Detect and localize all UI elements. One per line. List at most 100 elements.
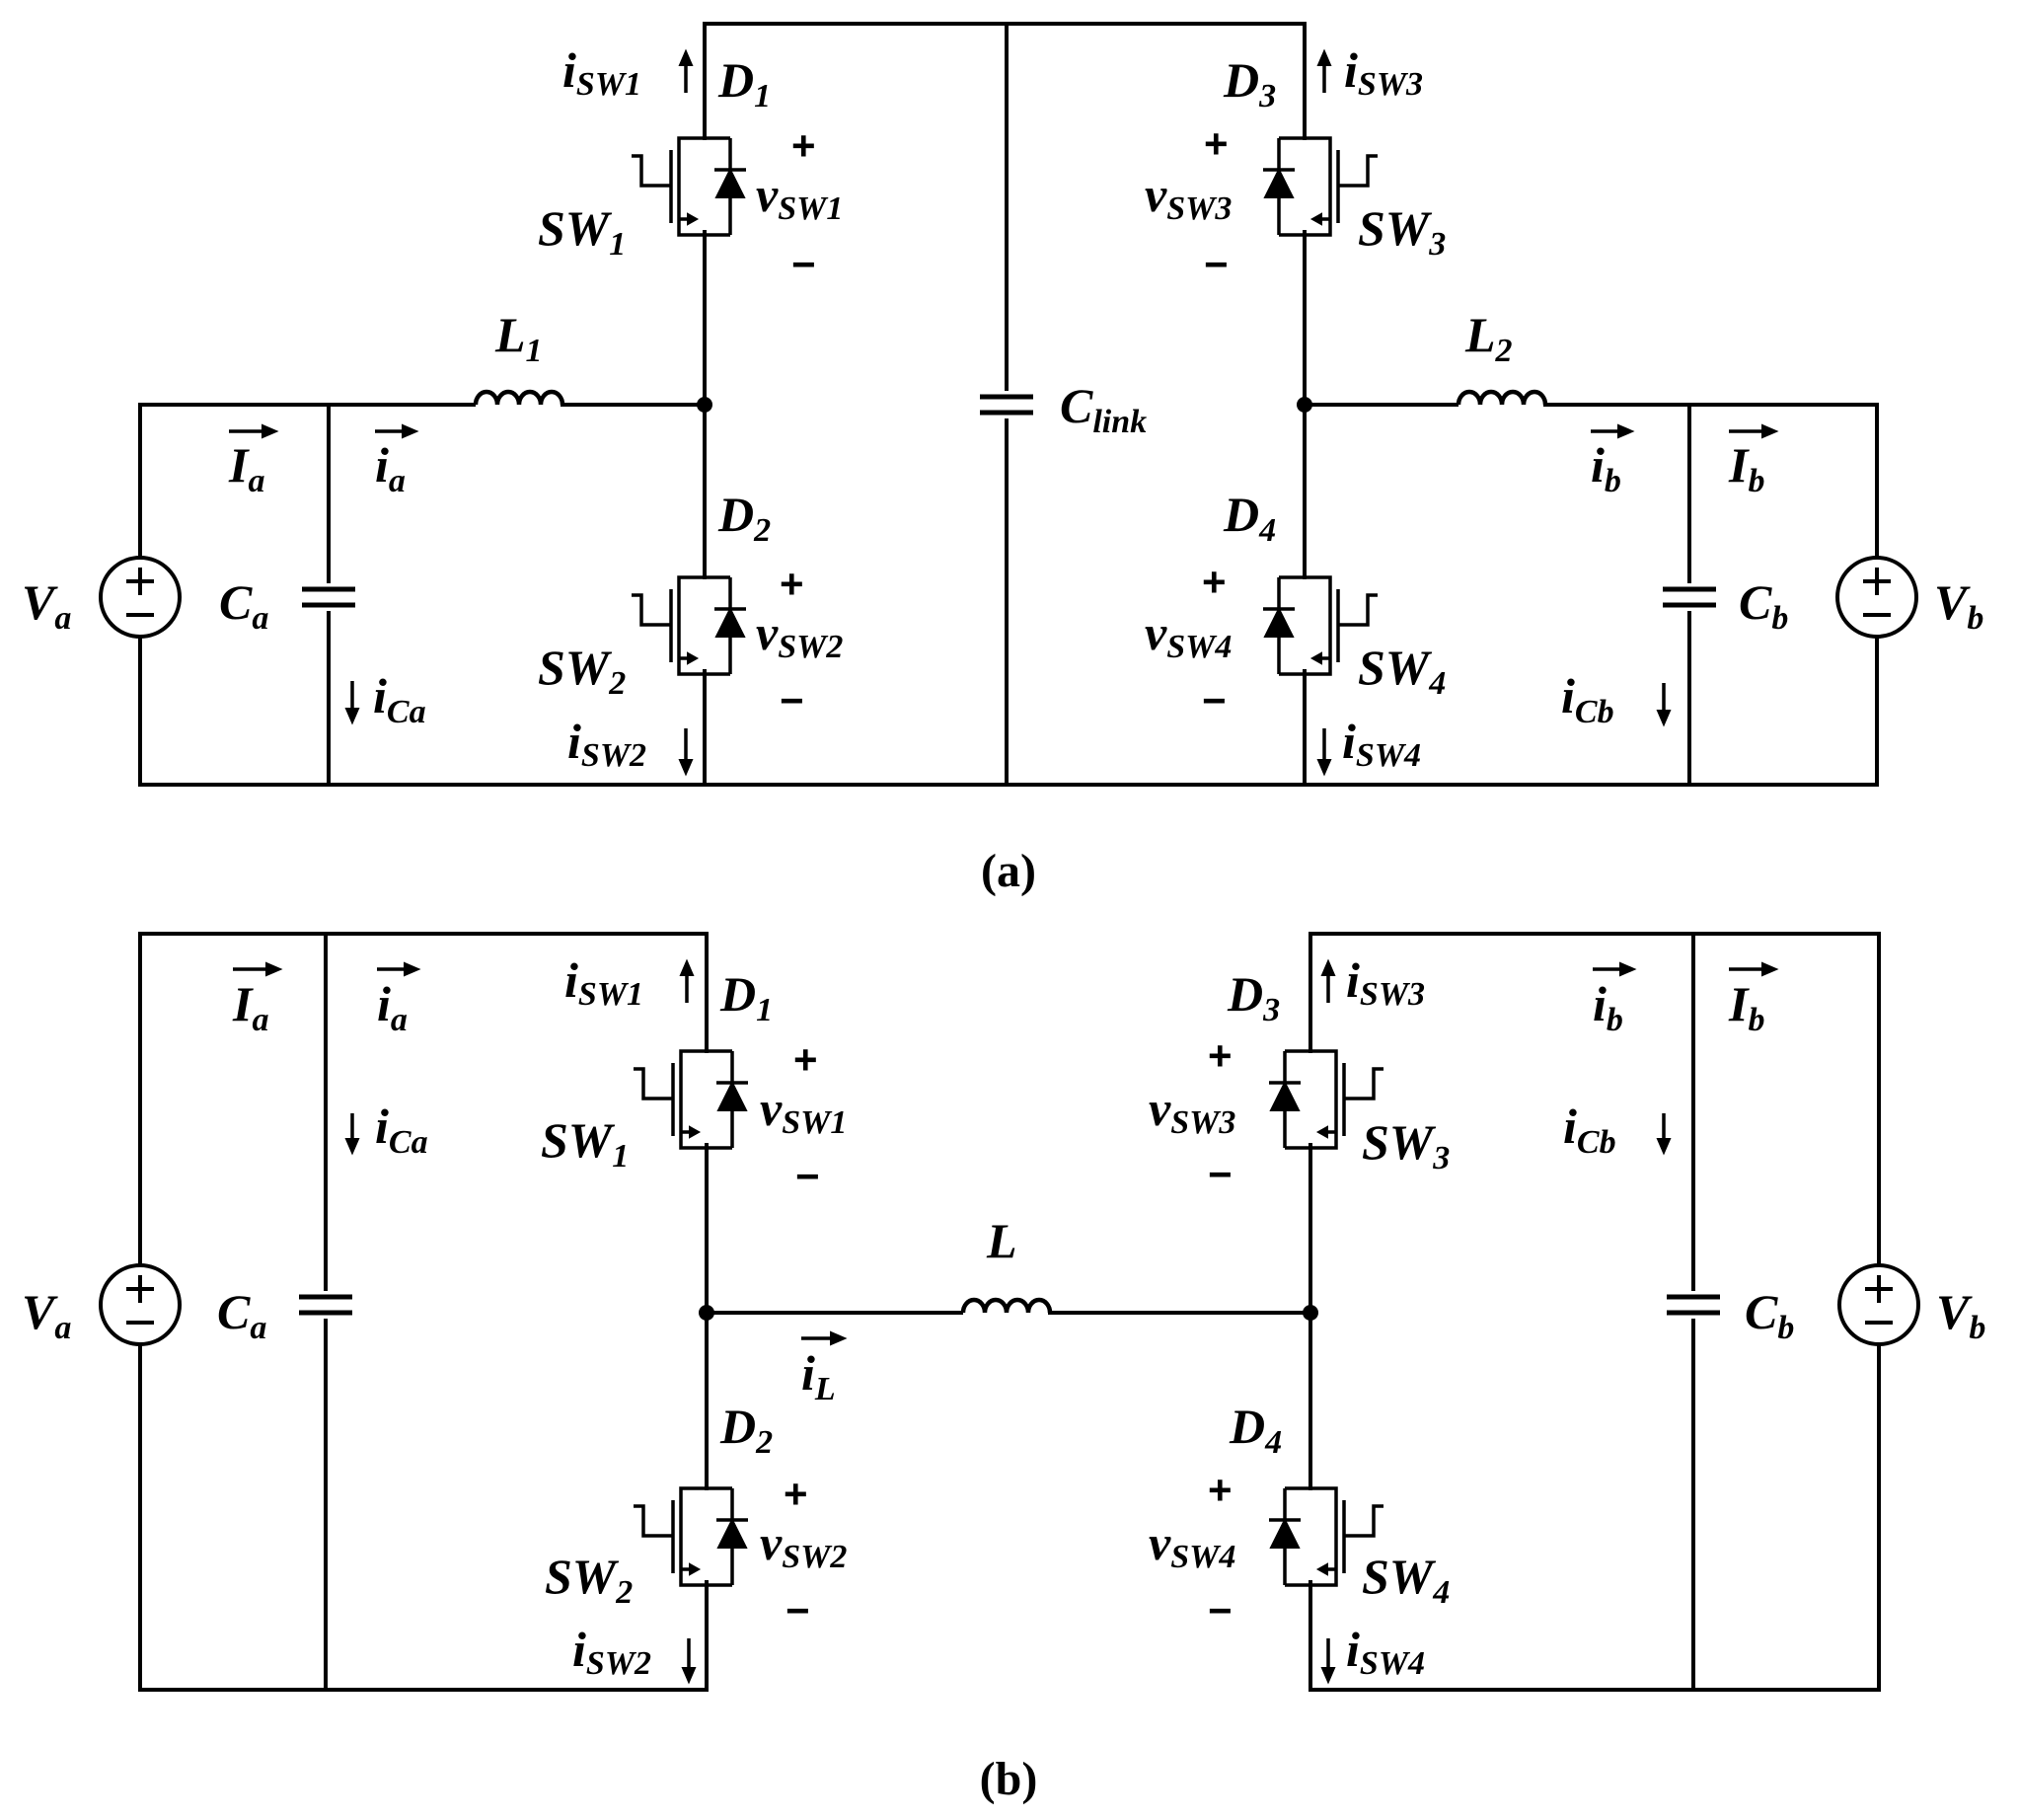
label-d2: D2 xyxy=(719,1399,773,1461)
capacitor-cb xyxy=(1662,583,1717,611)
minus-vsw2: − xyxy=(785,1587,810,1633)
label-ca: Ca xyxy=(217,1284,266,1346)
plus-vsw2: + xyxy=(780,561,804,607)
label-vsw3: vSW3 xyxy=(1149,1081,1235,1141)
label-cb: Cb xyxy=(1745,1284,1794,1346)
arrow-isw2 xyxy=(679,728,693,775)
label-isw4: iSW4 xyxy=(1346,1622,1425,1682)
vector-arrow-ia-small xyxy=(377,962,419,976)
label-current-iCb: iCb xyxy=(1563,1099,1616,1161)
plus-vsw3: + xyxy=(1208,1032,1233,1079)
label-d4: D4 xyxy=(1223,487,1276,549)
vector-arrow-ib-small xyxy=(1591,424,1633,438)
arrow-icb xyxy=(1657,1113,1671,1154)
capacitor-clink xyxy=(979,391,1034,418)
caption-b: (b) xyxy=(980,1753,1038,1805)
capacitor-ca xyxy=(301,583,356,611)
voltage-source-va xyxy=(99,556,182,639)
label-vb: Vb xyxy=(1936,1284,1985,1346)
label-current-Ia: Ia xyxy=(228,437,264,499)
label-clink: Clink xyxy=(1060,378,1147,440)
label-current-Ia: Ia xyxy=(232,976,268,1038)
label-vsw2: vSW2 xyxy=(760,1515,847,1575)
mosfet-sw2 xyxy=(632,575,732,676)
diode-d4 xyxy=(1263,606,1295,638)
arrow-isw3 xyxy=(1321,960,1335,1003)
diode-d3 xyxy=(1269,1080,1301,1111)
minus-vsw1: − xyxy=(795,1153,820,1199)
label-current-iCa: iCa xyxy=(375,1099,428,1161)
label-sw4: SW4 xyxy=(1362,1549,1450,1611)
vector-arrow-ia-small xyxy=(375,424,417,438)
panel-a: Va Vb Ca Cb Clink L1 L2 Ia ia ib Ib iCa … xyxy=(22,22,1983,897)
inductor-l xyxy=(963,1300,1050,1313)
wires-b xyxy=(138,932,1881,1692)
label-va: Va xyxy=(22,1284,71,1346)
label-d2: D2 xyxy=(717,487,771,549)
minus-vsw4: − xyxy=(1202,677,1227,723)
arrow-isw3 xyxy=(1317,50,1331,93)
diode-d1 xyxy=(716,1080,748,1111)
label-sw2: SW2 xyxy=(545,1549,633,1611)
voltage-source-va xyxy=(99,1263,182,1346)
label-vsw4: vSW4 xyxy=(1145,605,1232,665)
arrow-isw4 xyxy=(1321,1638,1335,1683)
mosfet-sw4 xyxy=(1283,1486,1383,1587)
voltage-source-vb xyxy=(1835,556,1918,639)
minus-vsw3: − xyxy=(1208,1151,1233,1197)
vector-arrow-ib-small xyxy=(1593,962,1635,976)
vector-arrow-ib-big xyxy=(1729,424,1777,438)
label-sw1: SW1 xyxy=(541,1112,629,1175)
junction-dot xyxy=(1297,397,1312,413)
diode-d3 xyxy=(1263,167,1295,198)
label-vsw2: vSW2 xyxy=(756,605,843,665)
vector-arrow-ia-big xyxy=(233,962,281,976)
panel-b: Va Vb Ca Cb L iL Ia ia ib Ib iCa iCb SW1… xyxy=(22,932,1985,1805)
minus-vsw3: − xyxy=(1204,241,1229,287)
vector-arrow-ib-big xyxy=(1729,962,1777,976)
label-isw1: iSW1 xyxy=(564,952,643,1013)
arrow-ica xyxy=(345,1113,359,1154)
label-isw4: iSW4 xyxy=(1342,714,1421,774)
minus-vsw2: − xyxy=(780,677,804,723)
label-isw1: iSW1 xyxy=(562,42,641,103)
diode-d2 xyxy=(716,1517,748,1549)
label-va: Va xyxy=(22,574,71,637)
label-sw1: SW1 xyxy=(538,200,626,263)
label-current-iCb: iCb xyxy=(1561,668,1614,730)
caption-a: (a) xyxy=(981,845,1036,897)
capacitor-cb xyxy=(1666,1291,1721,1319)
label-current-Ib: Ib xyxy=(1728,437,1764,499)
label-current-ib: ib xyxy=(1593,976,1623,1038)
label-sw3: SW3 xyxy=(1358,200,1446,263)
voltage-source-vb xyxy=(1837,1263,1920,1346)
capacitor-ca xyxy=(298,1291,353,1319)
arrow-isw1 xyxy=(679,50,693,93)
label-vsw4: vSW4 xyxy=(1149,1515,1235,1575)
label-isw3: iSW3 xyxy=(1344,42,1423,103)
diode-d1 xyxy=(714,167,746,198)
label-sw3: SW3 xyxy=(1362,1114,1450,1176)
mosfet-sw3 xyxy=(1283,1049,1383,1150)
label-cb: Cb xyxy=(1739,574,1788,637)
label-current-ia: ia xyxy=(377,976,408,1038)
vector-arrow-il xyxy=(801,1331,846,1345)
arrow-ica xyxy=(345,681,359,723)
arrow-icb xyxy=(1657,683,1671,725)
plus-vsw4: + xyxy=(1208,1467,1233,1513)
junction-dot xyxy=(1303,1305,1318,1321)
label-vsw1: vSW1 xyxy=(760,1081,847,1141)
mosfet-sw1 xyxy=(634,1049,734,1150)
arrow-isw2 xyxy=(682,1638,696,1683)
plus-vsw3: + xyxy=(1204,120,1229,167)
label-d1: D1 xyxy=(717,52,771,114)
diode-d2 xyxy=(714,606,746,638)
label-d3: D3 xyxy=(1223,52,1276,114)
label-d3: D3 xyxy=(1227,966,1280,1028)
vector-arrow-ia-big xyxy=(229,424,277,438)
arrow-isw4 xyxy=(1317,728,1331,775)
label-d4: D4 xyxy=(1229,1399,1282,1461)
plus-vsw1: + xyxy=(791,122,816,169)
label-isw2: iSW2 xyxy=(572,1622,651,1682)
